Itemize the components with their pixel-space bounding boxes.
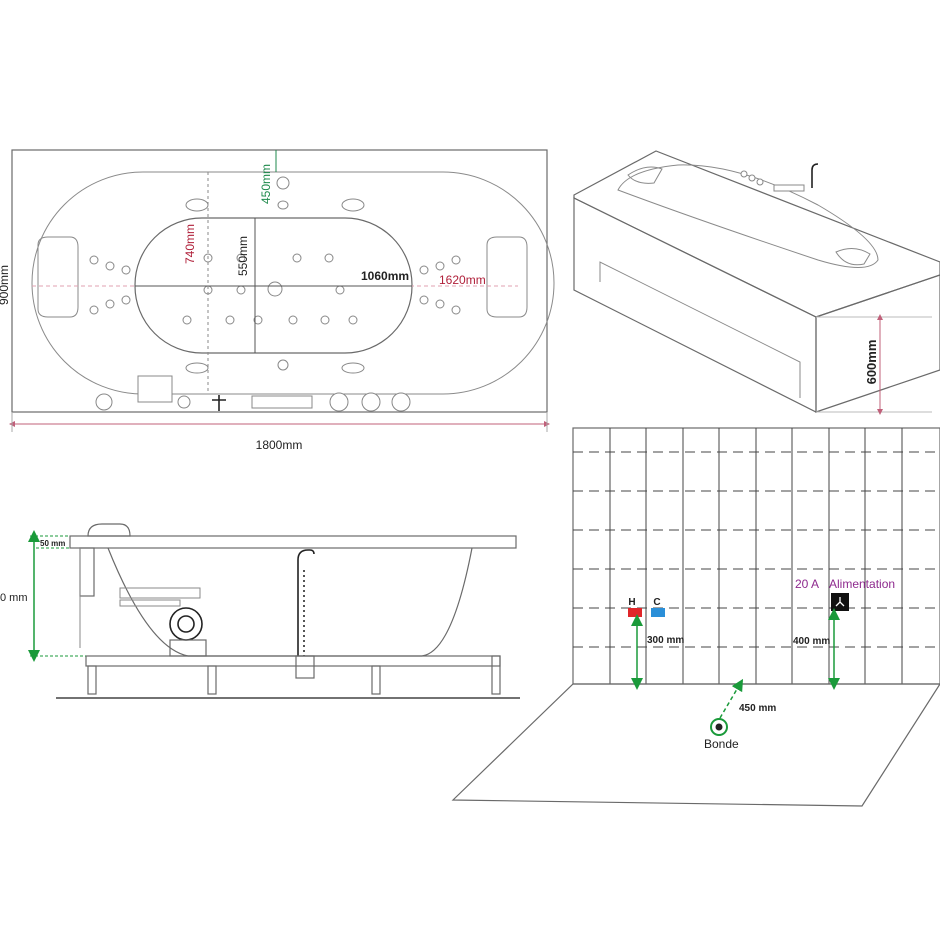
drain-icon (267, 281, 283, 297)
inner-width-label: 740mm (183, 224, 197, 264)
basin-width-label: 550mm (236, 236, 250, 276)
side-headrest (87, 523, 131, 537)
length-label: 1800mm (256, 438, 303, 452)
tile-grid (609, 428, 903, 684)
inner-length-label: 1620mm (439, 273, 486, 287)
headrest-right (486, 236, 528, 318)
hot-supply-icon (628, 608, 642, 617)
power-height-label: 400 mm (793, 636, 830, 647)
cold-supply-icon (651, 608, 665, 617)
supply-height-label: 300 mm (647, 635, 684, 646)
cold-label: C (653, 597, 660, 608)
tub-inner-oval (31, 171, 555, 395)
power-rating-label: 20 A (795, 577, 819, 591)
basin-length-label: 1060mm (361, 269, 409, 283)
controls-row (95, 375, 411, 412)
perspective-basin (617, 164, 879, 268)
perspective-view (573, 150, 940, 415)
hot-label: H (628, 597, 635, 608)
floor (451, 683, 940, 807)
tile-rows (573, 451, 940, 648)
drain-label: Bonde (704, 737, 739, 751)
faucet-icon (212, 395, 226, 411)
depth-label: 0 mm (0, 592, 28, 604)
headrest-left (37, 236, 79, 318)
side-basin-profile (107, 547, 473, 657)
offset-label: 450mm (259, 164, 273, 204)
jets (89, 176, 461, 374)
drain-distance-label: 450 mm (739, 703, 776, 714)
top-view (9, 149, 555, 432)
height-label: 600mm (864, 340, 879, 385)
legs (87, 655, 501, 695)
drain-pipe (297, 549, 315, 656)
perspective-pillow-right (835, 248, 871, 266)
installation-view (451, 427, 940, 807)
width-label: 900mm (0, 265, 11, 305)
perspective-pillow-left (627, 166, 663, 184)
side-view (28, 523, 520, 699)
pump-icon (169, 607, 203, 641)
tub-outline (11, 149, 548, 413)
power-label: Alimentation (829, 577, 895, 591)
rim-label: 50 mm (40, 539, 65, 548)
perspective-faucet-icon (811, 163, 819, 188)
